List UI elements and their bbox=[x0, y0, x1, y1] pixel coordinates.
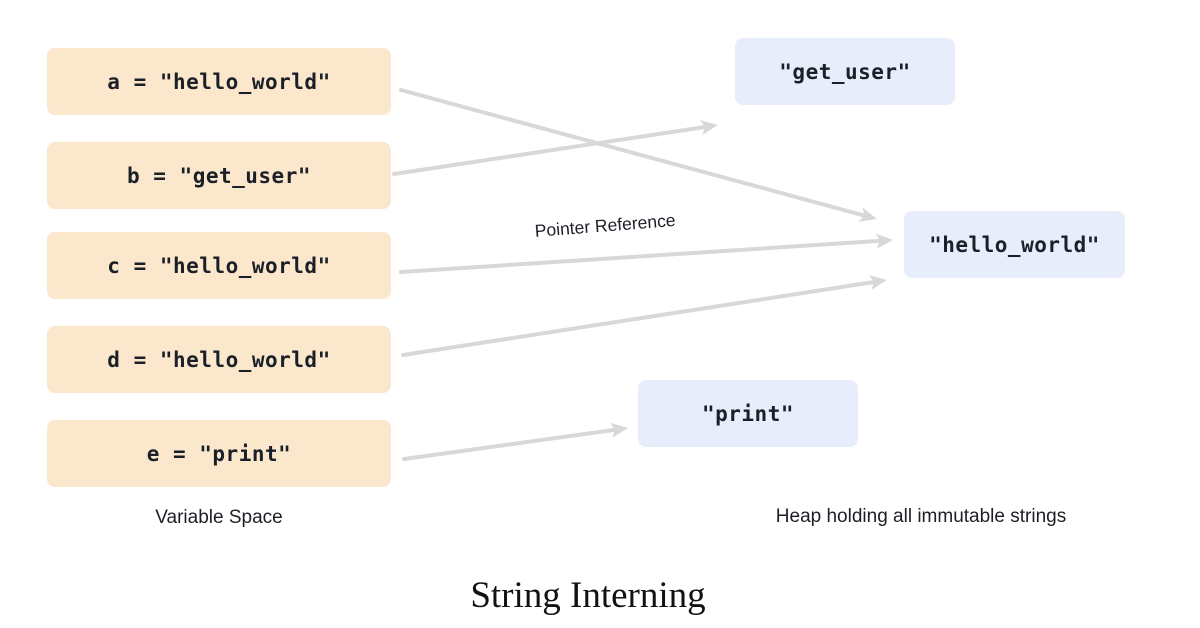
variable-box-e: e = "print" bbox=[47, 420, 391, 487]
variable-box-a: a = "hello_world" bbox=[47, 48, 391, 115]
variable-space-caption: Variable Space bbox=[155, 507, 283, 528]
arrow-a-to-hello_world bbox=[399, 88, 870, 219]
arrow-e-to-print bbox=[402, 427, 621, 461]
variable-box-b: b = "get_user" bbox=[47, 142, 391, 209]
heap-box-print: "print" bbox=[638, 380, 858, 447]
arrowhead-c-to-hello_world bbox=[875, 233, 893, 249]
heap-caption: Heap holding all immutable strings bbox=[775, 506, 1067, 527]
diagram-title: String Interning bbox=[470, 575, 706, 616]
arrowhead-a-to-hello_world bbox=[858, 207, 877, 222]
variable-box-c: c = "hello_world" bbox=[47, 232, 391, 299]
pointer-reference-label: Pointer Reference bbox=[534, 209, 677, 241]
arrowhead-e-to-print bbox=[610, 422, 628, 438]
arrowhead-b-to-get_user bbox=[700, 120, 718, 135]
variable-box-d: d = "hello_world" bbox=[47, 326, 391, 393]
heap-box-get-user: "get_user" bbox=[735, 38, 955, 105]
arrow-b-to-get_user bbox=[392, 124, 711, 176]
heap-box-hello-world: "hello_world" bbox=[904, 211, 1125, 278]
arrow-c-to-hello_world bbox=[399, 238, 886, 274]
arrowhead-d-to-hello_world bbox=[869, 275, 887, 291]
arrow-d-to-hello_world bbox=[401, 279, 880, 357]
